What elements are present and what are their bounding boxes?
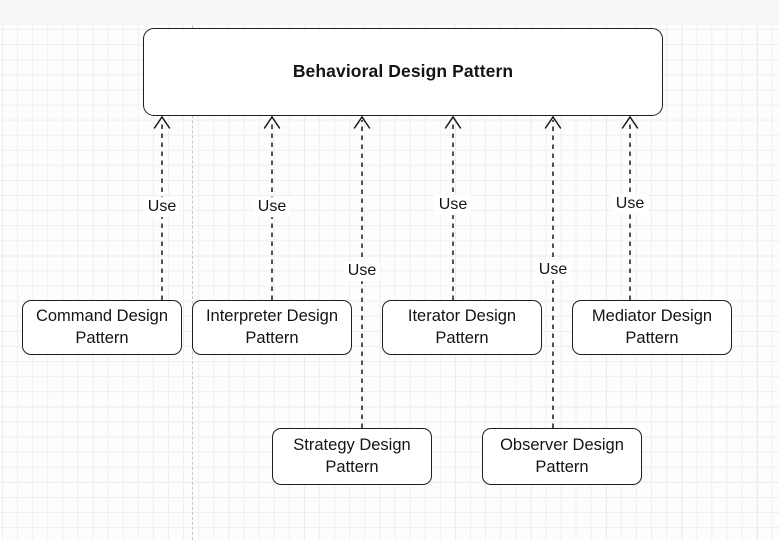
node-label-mediator: Mediator Design Pattern xyxy=(591,306,713,347)
page-guide-1 xyxy=(192,25,193,540)
node-label-behavioral: Behavioral Design Pattern xyxy=(292,61,514,82)
link-interpreter-label: Use xyxy=(253,197,291,217)
node-observer[interactable]: Observer Design Pattern xyxy=(482,428,642,485)
link-iterator-arrowhead-icon xyxy=(444,115,462,129)
node-label-interpreter: Interpreter Design Pattern xyxy=(205,306,339,347)
link-observer-arrowhead-icon xyxy=(544,115,562,129)
node-command[interactable]: Command Design Pattern xyxy=(22,300,182,355)
node-interpreter[interactable]: Interpreter Design Pattern xyxy=(192,300,352,355)
node-label-iterator: Iterator Design Pattern xyxy=(407,306,517,347)
top-band xyxy=(0,0,779,25)
link-observer-label: Use xyxy=(534,260,572,280)
link-mediator-arrowhead-icon xyxy=(621,115,639,129)
link-strategy-label: Use xyxy=(343,261,381,281)
node-label-command: Command Design Pattern xyxy=(35,306,169,347)
link-interpreter-arrowhead-icon xyxy=(263,115,281,129)
link-iterator-label: Use xyxy=(434,195,472,215)
node-label-strategy: Strategy Design Pattern xyxy=(293,435,411,476)
node-behavioral[interactable]: Behavioral Design Pattern xyxy=(143,28,663,116)
node-iterator[interactable]: Iterator Design Pattern xyxy=(382,300,542,355)
link-command-arrowhead-icon xyxy=(153,115,171,129)
node-strategy[interactable]: Strategy Design Pattern xyxy=(272,428,432,485)
link-mediator-label: Use xyxy=(611,194,649,214)
link-command-label: Use xyxy=(143,197,181,217)
link-strategy-arrowhead-icon xyxy=(353,115,371,129)
node-mediator[interactable]: Mediator Design Pattern xyxy=(572,300,732,355)
node-label-observer: Observer Design Pattern xyxy=(500,435,624,476)
